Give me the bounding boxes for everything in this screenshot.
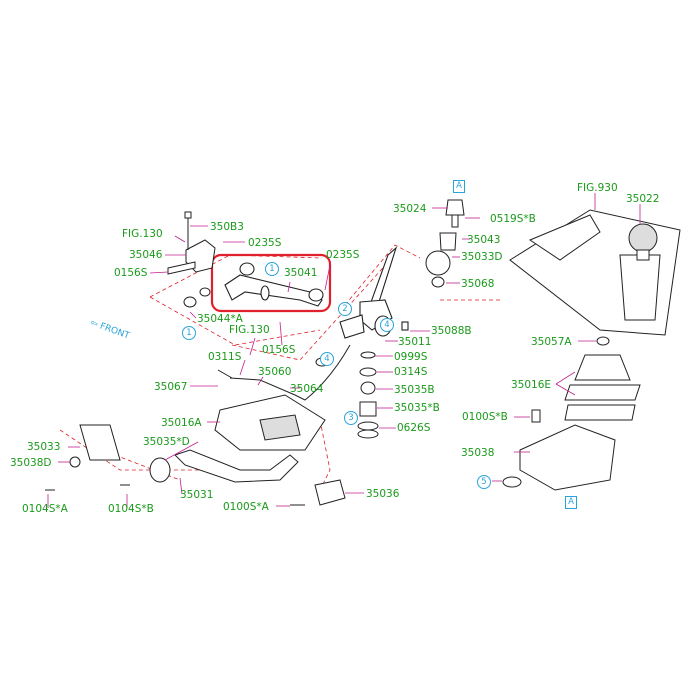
callout-1-bottom: 1 — [182, 326, 196, 340]
label-35038d: 35038D — [10, 457, 52, 469]
label-35035-star-b: 35035*B — [394, 402, 440, 414]
washer-stack — [357, 351, 379, 439]
label-35064: 35064 — [290, 383, 324, 395]
boot-assembly-35016e — [564, 336, 641, 421]
label-0999s: 0999S — [394, 351, 428, 363]
label-0314s: 0314S — [394, 366, 428, 378]
label-0104sa: 0104S*A — [22, 503, 68, 515]
leader-lines — [47, 193, 641, 508]
label-35038: 35038 — [461, 447, 495, 459]
callout-1-top: 1 — [265, 262, 279, 276]
label-35083: 350B3 — [210, 221, 244, 233]
label-35041: 35041 — [284, 267, 318, 279]
label-35011: 35011 — [398, 336, 432, 348]
plate-35038 — [502, 409, 616, 491]
label-35036: 35036 — [366, 488, 400, 500]
label-35022: 35022 — [626, 193, 660, 205]
label-35033: 35033 — [27, 441, 61, 453]
label-35024: 35024 — [393, 203, 427, 215]
callout-5: 5 — [477, 475, 491, 489]
label-35016e: 35016E — [511, 379, 552, 391]
label-0104sb: 0104S*B — [108, 503, 154, 515]
front-arrow-icon: ⇦ — [88, 318, 100, 330]
label-0311s: 0311S — [208, 351, 242, 363]
label-0156s-left: 0156S — [114, 267, 148, 279]
label-fig130-mid: FIG.130 — [229, 324, 270, 336]
shift-lever-35041 — [224, 262, 324, 307]
label-0626s: 0626S — [397, 422, 431, 434]
bracket-35046 — [167, 211, 216, 308]
label-35067: 35067 — [154, 381, 188, 393]
shift-stick-35011 — [339, 246, 409, 339]
knob-stack — [425, 199, 465, 288]
label-0235s-right: 0235S — [326, 249, 360, 261]
ref-box-a-top: A — [453, 180, 465, 193]
label-35060: 35060 — [258, 366, 292, 378]
label-35031: 35031 — [180, 489, 214, 501]
label-35088b: 35088B — [431, 325, 472, 337]
label-0519sb: 0519S*B — [490, 213, 536, 225]
label-fig130-top: FIG.130 — [122, 228, 163, 240]
label-35016a: 35016A — [161, 417, 202, 429]
ref-box-a-bottom: A — [565, 496, 577, 509]
label-35057a: 35057A — [531, 336, 572, 348]
label-0100sb: 0100S*B — [462, 411, 508, 423]
label-35068: 35068 — [461, 278, 495, 290]
label-35044a: 35044*A — [197, 313, 243, 325]
rod-assembly — [45, 424, 346, 506]
label-0100sa: 0100S*A — [223, 501, 269, 513]
shift-boot-console — [509, 209, 681, 336]
callout-2: 2 — [338, 302, 352, 316]
highlight-box — [210, 253, 332, 313]
callout-4-right: 4 — [380, 318, 394, 332]
label-35035d: 35035*D — [143, 436, 190, 448]
label-35033d: 35033D — [461, 251, 503, 263]
label-35046: 35046 — [129, 249, 163, 261]
callout-3: 3 — [344, 411, 358, 425]
callout-4-mid: 4 — [320, 352, 334, 366]
label-0235s-left: 0235S — [248, 237, 282, 249]
base-plate-35016a — [214, 394, 326, 451]
label-fig930: FIG.930 — [577, 182, 618, 194]
label-35043: 35043 — [467, 234, 501, 246]
label-0156s-mid: 0156S — [262, 344, 296, 356]
label-35035b: 35035B — [394, 384, 435, 396]
